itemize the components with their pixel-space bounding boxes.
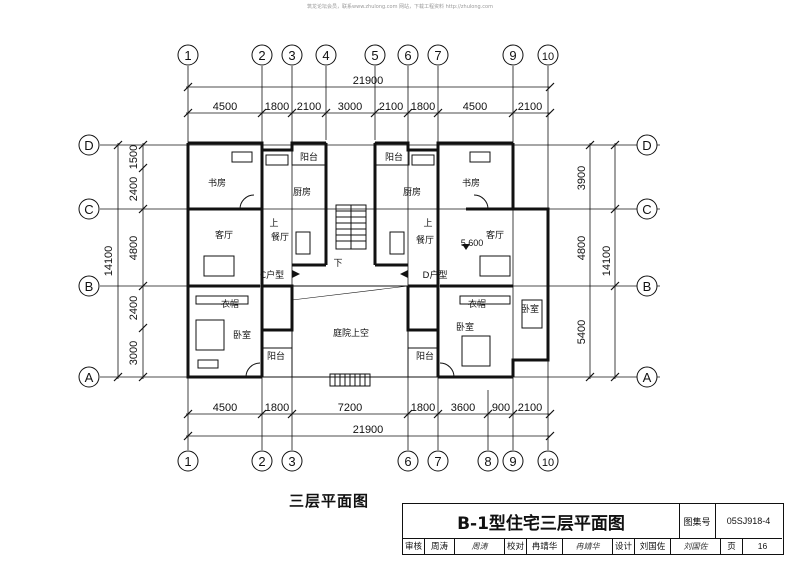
- room-label: 卧室: [456, 321, 474, 333]
- dim-bottom-seg: 7200: [338, 402, 362, 414]
- axis-bottom-label: 3: [288, 454, 295, 469]
- axis-bottom-label: 9: [509, 454, 516, 469]
- axis-bottom-label: 1: [184, 454, 191, 469]
- axis-top-label: 3: [288, 48, 295, 63]
- room-label: 庭院上空: [333, 327, 369, 339]
- dim-left-total: 14100: [103, 246, 115, 277]
- axis-top-label: 9: [509, 48, 516, 63]
- axis-left-label: A: [85, 370, 94, 385]
- dim-top-seg: 2100: [379, 101, 403, 113]
- review-signature: 周涛: [455, 538, 505, 554]
- axis-right-label: B: [643, 279, 652, 294]
- design-signature: 刘国佐: [671, 538, 721, 554]
- room-label: 餐厅: [416, 234, 434, 246]
- axis-right-label: C: [642, 202, 651, 217]
- axis-bottom-label: 6: [404, 454, 411, 469]
- dim-bottom-seg: 1800: [265, 402, 289, 414]
- drawing-subtitle: 三层平面图: [289, 492, 370, 510]
- dim-left-seg: 2400: [128, 296, 140, 320]
- room-label: 卧室: [233, 329, 251, 341]
- watermark-text: 筑龙论坛会员，联系www.zhulong.com 网站，下载工程资料 http:…: [307, 4, 493, 10]
- axis-top-label: 5: [371, 48, 378, 63]
- dim-top-seg: 2100: [518, 101, 542, 113]
- room-label: 衣帽: [221, 298, 239, 310]
- unit-type-label: C户型: [260, 269, 284, 281]
- room-label: 衣帽: [468, 298, 486, 310]
- axis-bottom-label: 7: [434, 454, 441, 469]
- proof-label: 校对: [505, 538, 527, 554]
- proof-name: 冉靖华: [527, 538, 563, 554]
- axis-bottom-label: 8: [484, 454, 491, 469]
- review-name: 周涛: [425, 538, 455, 554]
- dim-top-seg: 1800: [411, 101, 435, 113]
- dim-left-seg: 3000: [128, 341, 140, 365]
- room-label: 书房: [208, 177, 226, 189]
- axis-top-label: 2: [258, 48, 265, 63]
- dim-top-seg: 2100: [297, 101, 321, 113]
- dim-left-seg: 1500: [128, 145, 140, 169]
- unit-type-label: D户型: [423, 269, 448, 281]
- room-label: 卧室: [521, 303, 539, 315]
- dim-right-total: 14100: [601, 246, 613, 277]
- dim-top-seg: 4500: [213, 101, 237, 113]
- axis-top-label: 10: [542, 51, 554, 63]
- dim-bottom-seg: 900: [492, 402, 510, 414]
- review-label: 审核: [403, 538, 425, 554]
- room-label: 书房: [462, 177, 480, 189]
- title-block: B-1型住宅三层平面图 图集号 05SJ918-4 审核 周涛 周涛 校对 冉靖…: [402, 503, 784, 555]
- axis-top-label: 6: [404, 48, 411, 63]
- room-label: 餐厅: [271, 231, 289, 243]
- drawing-title: B-1型住宅三层平面图: [403, 504, 680, 539]
- room-label: 阳台: [267, 350, 285, 362]
- design-label: 设计: [613, 538, 635, 554]
- axis-bottom-label: 2: [258, 454, 265, 469]
- axis-right-label: D: [642, 138, 651, 153]
- axis-left-label: C: [84, 202, 93, 217]
- dim-right-seg: 4800: [576, 236, 588, 260]
- dim-bottom-seg: 3600: [451, 402, 475, 414]
- page-number: 16: [757, 541, 768, 551]
- dim-bottom-seg: 2100: [518, 402, 542, 414]
- design-name: 刘国佐: [635, 538, 671, 554]
- dim-bottom-seg: 1800: [411, 402, 435, 414]
- room-label: 阳台: [300, 151, 318, 163]
- page-label: 页: [721, 538, 743, 554]
- elevation-label: 5.600: [461, 238, 484, 248]
- axis-top-label: 1: [184, 48, 191, 63]
- room-label: 客厅: [215, 229, 233, 241]
- dim-top-seg: 1800: [265, 101, 289, 113]
- dim-right-seg: 5400: [576, 320, 588, 344]
- signature-row: 审核 周涛 周涛 校对 冉靖华 冉靖华 设计 刘国佐 刘国佐 页 16: [403, 538, 782, 554]
- proof-signature: 冉靖华: [563, 538, 613, 554]
- room-label: 阳台: [416, 350, 434, 362]
- axis-left-label: D: [84, 138, 93, 153]
- atlas-number-value: 05SJ918-4: [715, 504, 782, 539]
- stair-label: 下: [333, 259, 342, 269]
- axis-top-label: 7: [434, 48, 441, 63]
- axis-top-label: 4: [322, 48, 329, 63]
- stair-label: 上: [269, 218, 278, 229]
- dim-left-seg: 2400: [128, 177, 140, 201]
- room-label: 厨房: [403, 186, 421, 198]
- room-label: 阳台: [385, 151, 403, 163]
- dim-bottom-total: 21900: [353, 424, 384, 436]
- axis-bottom-label: 10: [542, 457, 554, 469]
- dim-top-seg: 3000: [338, 101, 362, 113]
- dim-left-seg: 4800: [128, 236, 140, 260]
- dim-right-seg: 3900: [576, 166, 588, 190]
- stair-label: 上: [423, 218, 432, 229]
- axis-left-label: B: [85, 279, 94, 294]
- atlas-number-label: 图集号: [679, 504, 716, 539]
- axis-right-label: A: [643, 370, 652, 385]
- room-label: 客厅: [486, 229, 504, 241]
- dim-bottom-seg: 4500: [213, 402, 237, 414]
- dim-top-seg: 4500: [463, 101, 487, 113]
- room-label: 厨房: [293, 186, 311, 198]
- dim-top-total: 21900: [353, 75, 384, 87]
